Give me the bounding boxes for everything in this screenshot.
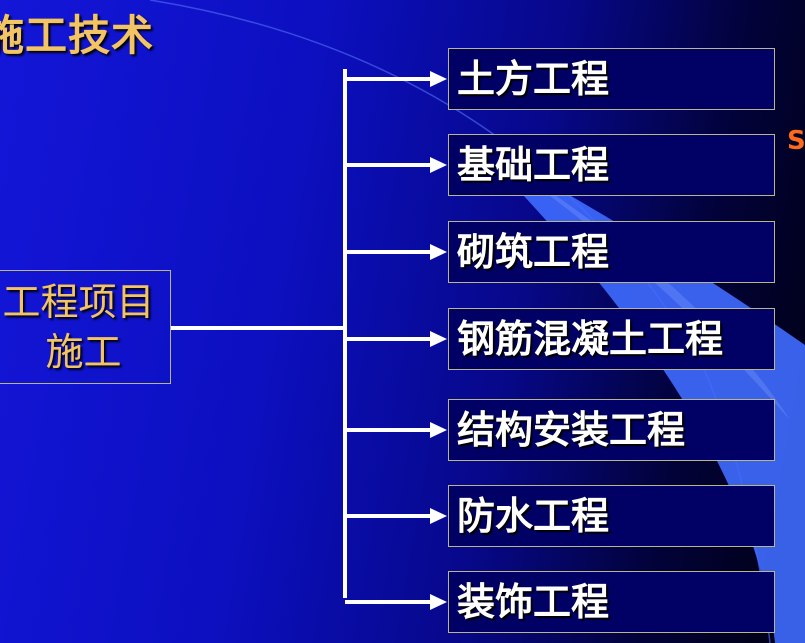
- node-waterproofing: 防水工程: [448, 485, 775, 547]
- node-foundation: 基础工程: [448, 134, 775, 196]
- root-node: 工程项目 施工: [0, 270, 171, 384]
- node-earthwork: 土方工程: [448, 48, 775, 110]
- node-reinforced-concrete: 钢筋混凝土工程: [448, 308, 775, 370]
- root-node-line2: 施工: [45, 330, 122, 374]
- node-masonry: 砌筑工程: [448, 221, 775, 283]
- root-node-line1: 工程项目: [2, 280, 155, 324]
- node-decoration: 装饰工程: [448, 571, 775, 633]
- page-title: 施工技术: [0, 11, 155, 60]
- corner-logo-icon: S: [787, 126, 805, 156]
- node-structural-installation: 结构安装工程: [448, 399, 775, 461]
- background-swoosh: [470, 140, 805, 643]
